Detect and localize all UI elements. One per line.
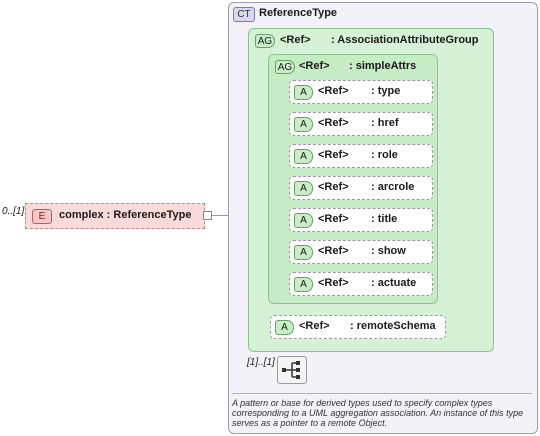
attribute-group-badge: AG [255, 34, 275, 48]
sequence-compositor[interactable] [277, 356, 307, 384]
attribute-ref: <Ref> [318, 149, 349, 161]
expand-toggle[interactable] [203, 211, 212, 220]
attribute-ref: <Ref> [318, 277, 349, 289]
attribute-badge: A [294, 117, 313, 132]
attribute-group-badge: AG [275, 60, 295, 74]
attribute-badge: A [294, 277, 313, 292]
attribute-href[interactable]: A <Ref> : href [289, 112, 433, 136]
attribute-name: : title [371, 213, 398, 225]
type-description: A pattern or base for derived types used… [232, 398, 524, 428]
attribute-ref: <Ref> [318, 213, 349, 225]
attribute-badge: A [294, 85, 313, 100]
attribute-group-ref: <Ref> [280, 34, 311, 46]
complex-type-name: ReferenceType [259, 7, 338, 19]
attribute-ref: <Ref> [318, 117, 349, 129]
element-occurrence: 0..[1] [2, 206, 25, 217]
sequence-occurrence: [1]..[1] [247, 357, 275, 368]
attribute-ref: <Ref> [318, 181, 349, 193]
attribute-role[interactable]: A <Ref> : role [289, 144, 433, 168]
attribute-group-name: : AssociationAttributeGroup [331, 34, 479, 46]
attribute-name: : role [371, 149, 398, 161]
description-divider [232, 393, 532, 394]
attribute-badge: A [294, 181, 313, 196]
attribute-name: : arcrole [371, 181, 415, 193]
attribute-name: : actuate [371, 277, 417, 289]
attribute-remote-schema[interactable]: A <Ref> : remoteSchema [270, 315, 446, 339]
complex-type-badge: CT [233, 7, 255, 22]
attribute-ref: <Ref> [318, 245, 349, 257]
complex-element[interactable]: E complex : ReferenceType [25, 203, 205, 229]
attribute-name: : type [371, 85, 401, 97]
attribute-name: : remoteSchema [350, 320, 436, 332]
connector-line [208, 215, 238, 216]
attribute-show[interactable]: A <Ref> : show [289, 240, 433, 264]
attribute-name: : href [371, 117, 399, 129]
attribute-group-name: : simpleAttrs [349, 60, 417, 72]
attribute-ref: <Ref> [299, 320, 330, 332]
attribute-ref: <Ref> [318, 85, 349, 97]
attribute-group-ref: <Ref> [299, 60, 330, 72]
element-badge: E [32, 209, 52, 224]
sequence-compositor-icon [282, 361, 300, 379]
attribute-badge: A [275, 320, 294, 335]
attribute-actuate[interactable]: A <Ref> : actuate [289, 272, 433, 296]
attribute-badge: A [294, 149, 313, 164]
attribute-title[interactable]: A <Ref> : title [289, 208, 433, 232]
attribute-type[interactable]: A <Ref> : type [289, 80, 433, 104]
element-label: complex : ReferenceType [59, 209, 192, 221]
attribute-badge: A [294, 245, 313, 260]
attribute-name: : show [371, 245, 406, 257]
attribute-badge: A [294, 213, 313, 228]
attribute-arcrole[interactable]: A <Ref> : arcrole [289, 176, 433, 200]
